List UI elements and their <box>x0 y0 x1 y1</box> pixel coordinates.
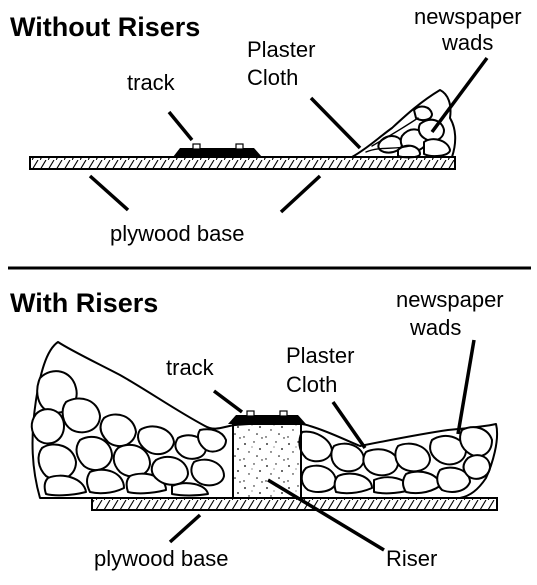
label-newspaper-top-1: newspaper <box>414 4 522 29</box>
panel-without-risers: Without Risers track Plaster Cloth newsp… <box>10 4 522 246</box>
label-plaster-top-2: Cloth <box>247 65 298 90</box>
track-bottom <box>228 410 306 424</box>
heading-with-risers: With Risers <box>10 288 158 318</box>
leader-plywood-top-left <box>88 174 130 212</box>
heading-without-risers: Without Risers <box>10 12 200 42</box>
leader-newspaper-bottom <box>456 339 476 435</box>
label-plaster-top-1: Plaster <box>247 37 315 62</box>
label-plywood-top: plywood base <box>110 221 245 246</box>
leader-plywood-bottom <box>168 513 202 544</box>
leader-plaster-bottom <box>331 401 367 449</box>
leader-newspaper-top <box>430 56 489 134</box>
leader-track-bottom <box>212 389 244 414</box>
label-plaster-bottom-1: Plaster <box>286 343 354 368</box>
label-newspaper-bottom-2: wads <box>409 315 461 340</box>
plywood-base-bottom <box>91 497 498 511</box>
panel-with-risers: With Risers <box>10 287 504 571</box>
riser <box>232 423 302 499</box>
plywood-base-top <box>29 156 456 170</box>
label-track-top: track <box>127 70 176 95</box>
newspaper-wads-top <box>351 89 457 159</box>
leader-plaster-top <box>309 96 362 150</box>
track-top <box>173 143 262 157</box>
label-plywood-bottom: plywood base <box>94 546 229 571</box>
leader-riser <box>267 478 385 552</box>
leader-plywood-top-right <box>279 174 322 214</box>
leader-track-top <box>167 110 194 142</box>
newspaper-wads-bottom <box>30 370 493 497</box>
label-newspaper-bottom-1: newspaper <box>396 287 504 312</box>
label-plaster-bottom-2: Cloth <box>286 372 337 397</box>
label-track-bottom: track <box>166 355 215 380</box>
label-newspaper-top-2: wads <box>441 30 493 55</box>
label-riser: Riser <box>386 546 437 571</box>
